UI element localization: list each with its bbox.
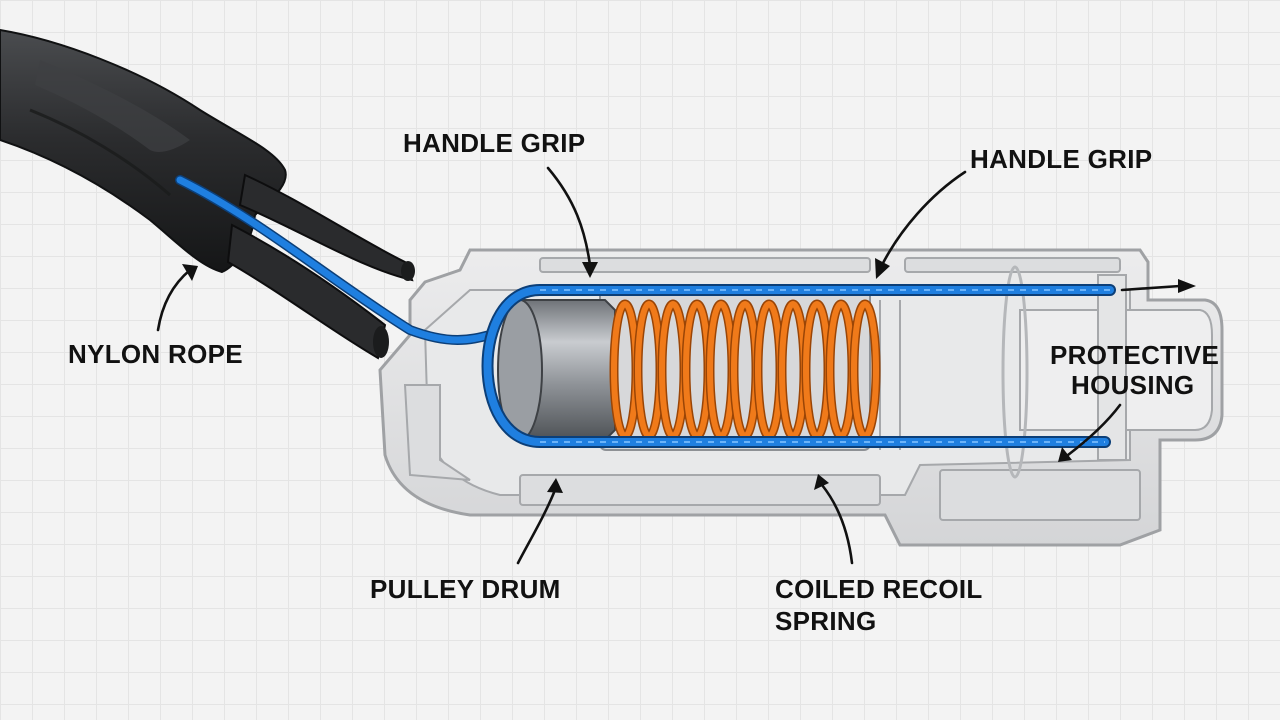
handle-grip-body (0, 28, 415, 360)
label-protective-housing-line1: PROTECTIVE (1050, 340, 1219, 370)
label-protective-housing-line2: HOUSING (1071, 370, 1194, 400)
annotation-arrows (156, 166, 1196, 565)
label-pulley-drum: PULLEY DRUM (370, 574, 561, 604)
label-handle-grip-left: HANDLE GRIP (403, 128, 585, 158)
label-coiled-recoil-spring-line2: SPRING (775, 606, 876, 636)
label-handle-grip-right: HANDLE GRIP (970, 144, 1152, 174)
label-coiled-recoil-spring-line1: COILED RECOIL (775, 574, 983, 604)
label-nylon-rope: NYLON ROPE (68, 339, 243, 369)
nylon-rope-path (175, 175, 1116, 448)
